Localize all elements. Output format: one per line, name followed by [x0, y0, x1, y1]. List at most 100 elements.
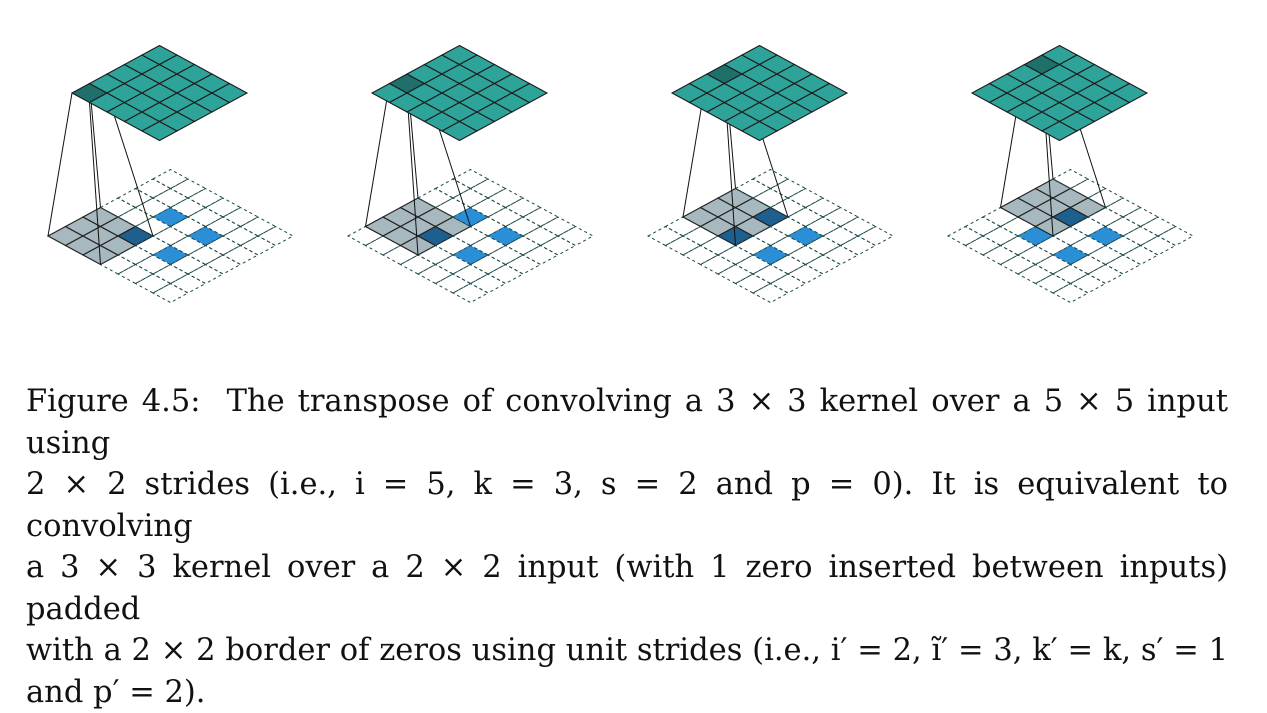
caption-line-1-text: The transpose of convolving a 3 × 3 kern…	[26, 384, 1228, 461]
caption-line-3: a 3 × 3 kernel over a 2 × 2 input (with …	[26, 547, 1228, 630]
padding-cell	[771, 179, 806, 198]
padding-cell	[136, 179, 171, 198]
padding-cell	[401, 255, 436, 274]
padding-cell	[841, 236, 876, 255]
padding-cell	[523, 246, 558, 265]
output-grid	[972, 46, 1147, 141]
padding-cell	[788, 189, 823, 208]
padding-cell	[206, 198, 241, 217]
padding-cell	[471, 179, 506, 198]
transpose-convolution-figure	[0, 0, 1267, 360]
padding-cell	[541, 217, 576, 236]
padding-cell	[153, 227, 188, 246]
figure-panel-2	[348, 46, 593, 303]
output-grid	[372, 46, 547, 141]
caption-line-4: with a 2 × 2 border of zeros using unit …	[26, 630, 1228, 672]
padding-cell	[1123, 246, 1158, 265]
padding-cell	[666, 236, 701, 255]
input-value-cell	[788, 227, 823, 246]
padding-cell	[418, 265, 453, 284]
padding-cell	[806, 255, 841, 274]
figure-caption: Figure 4.5: The transpose of convolving …	[26, 381, 1228, 713]
padding-cell	[1036, 274, 1071, 293]
padding-cell	[966, 217, 1001, 236]
padding-cell	[736, 274, 771, 293]
padding-cell	[788, 246, 823, 265]
caption-line-1: Figure 4.5: The transpose of convolving …	[26, 381, 1228, 464]
caption-line-2: 2 × 2 strides (i.e., i = 5, k = 3, s = 2…	[26, 464, 1228, 547]
padding-cell	[453, 284, 488, 303]
padding-cell	[823, 208, 858, 227]
output-grid	[72, 46, 247, 141]
padding-cell	[506, 198, 541, 217]
padding-cell	[823, 227, 858, 246]
padding-cell	[188, 246, 223, 265]
input-grid	[648, 170, 893, 303]
padding-cell	[701, 255, 736, 274]
padding-cell	[1106, 255, 1141, 274]
padding-cell	[223, 246, 258, 265]
padding-cell	[683, 246, 718, 265]
input-value-cell	[453, 246, 488, 265]
padding-cell	[188, 208, 223, 227]
padding-cell	[1106, 198, 1141, 217]
figure-panel-4	[948, 46, 1193, 303]
caption-line-5: and p′ = 2).	[26, 672, 1228, 713]
padding-cell	[188, 189, 223, 208]
padding-cell	[523, 208, 558, 227]
projection-line	[366, 84, 390, 227]
padding-cell	[753, 265, 788, 284]
padding-cell	[718, 265, 753, 284]
padding-cell	[753, 170, 788, 189]
padding-cell	[1053, 265, 1088, 284]
input-value-cell	[488, 227, 523, 246]
padding-cell	[206, 255, 241, 274]
padding-cell	[788, 208, 823, 227]
input-value-cell	[1053, 246, 1088, 265]
padding-cell	[488, 265, 523, 284]
padding-cell	[223, 208, 258, 227]
padding-cell	[1141, 217, 1176, 236]
padding-cell	[118, 265, 153, 284]
figure-panel-3	[648, 46, 893, 303]
padding-cell	[948, 227, 983, 246]
padding-cell	[453, 170, 488, 189]
padding-cell	[153, 284, 188, 303]
padding-cell	[771, 274, 806, 293]
padding-cell	[1053, 284, 1088, 303]
input-value-cell	[753, 246, 788, 265]
padding-cell	[118, 189, 153, 208]
padding-cell	[153, 189, 188, 208]
padding-cell	[788, 265, 823, 284]
padding-cell	[453, 265, 488, 284]
figure-panel-1	[48, 46, 293, 303]
input-grid	[48, 170, 293, 303]
padding-cell	[506, 255, 541, 274]
input-grid	[948, 170, 1193, 303]
padding-cell	[171, 179, 206, 198]
padding-cell	[1018, 246, 1053, 265]
padding-cell	[523, 227, 558, 246]
padding-cell	[453, 189, 488, 208]
padding-cell	[153, 170, 188, 189]
padding-cell	[841, 217, 876, 236]
padding-cell	[648, 227, 683, 246]
padding-cell	[1123, 227, 1158, 246]
padding-cell	[488, 189, 523, 208]
padding-cell	[983, 246, 1018, 265]
padding-cell	[171, 274, 206, 293]
padding-cell	[153, 265, 188, 284]
padding-cell	[241, 236, 276, 255]
input-value-cell	[1088, 227, 1123, 246]
padding-cell	[471, 274, 506, 293]
padding-cell	[223, 227, 258, 246]
padding-cell	[1088, 265, 1123, 284]
padding-cell	[136, 274, 171, 293]
padding-cell	[1158, 227, 1193, 246]
padding-cell	[966, 236, 1001, 255]
padding-cell	[541, 236, 576, 255]
padding-cell	[753, 284, 788, 303]
padding-cell	[258, 227, 293, 246]
padding-cell	[1141, 236, 1176, 255]
padding-cell	[241, 217, 276, 236]
